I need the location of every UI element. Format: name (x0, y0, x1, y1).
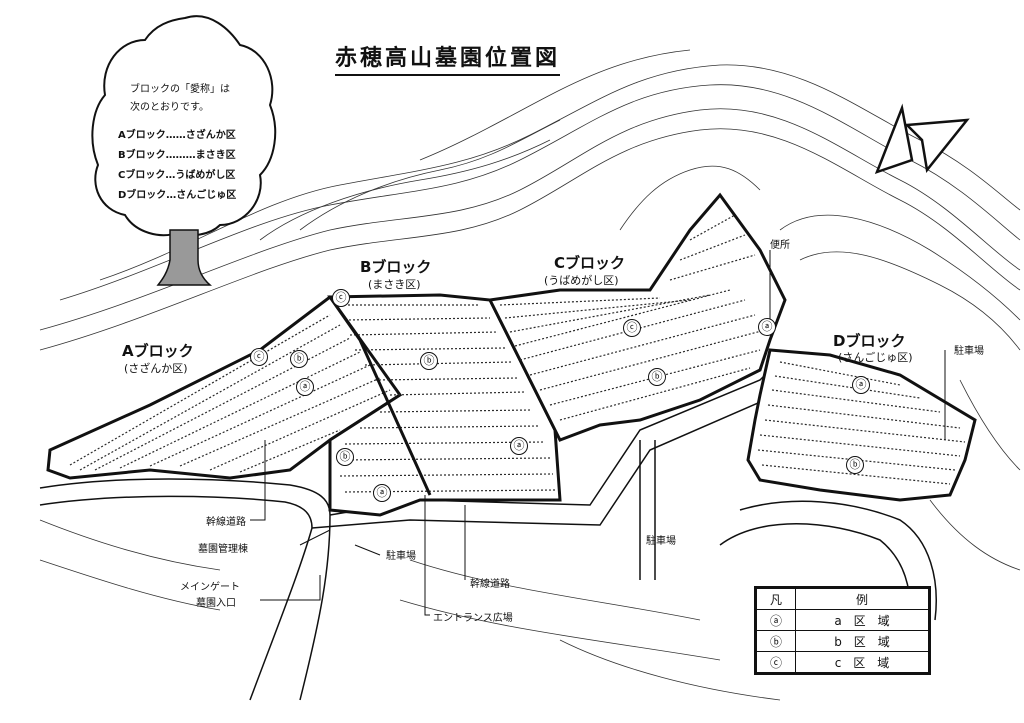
legend-header-right: 例 (795, 588, 929, 610)
legend-mark-b: ⓑ (756, 630, 796, 652)
main-road-center-label: 幹線道路 (470, 579, 510, 590)
block-b-name: Bブロック (360, 258, 432, 276)
block-a-name: Aブロック (122, 342, 194, 360)
block-a-nickname: (さざんか区) (124, 362, 188, 375)
intro-item-a: Aブロック……さざんか区 (118, 130, 236, 141)
legend-header-left: 凡 (756, 588, 796, 610)
legend-mark-c: ⓒ (756, 651, 796, 673)
intro-item-b: Bブロック………まさき区 (118, 150, 236, 161)
zone-marker-a: ⓐ (852, 376, 870, 394)
block-c-name: Cブロック (554, 254, 626, 272)
legend-mark-a: ⓐ (756, 609, 796, 631)
legend-label-c: c 区 域 (795, 651, 929, 673)
block-d-boundary (746, 348, 977, 502)
block-d-name: Dブロック (833, 332, 906, 350)
parking-main-label: 駐車場 (386, 551, 416, 562)
block-a-plots (69, 314, 391, 473)
zone-marker-a: ⓐ (296, 378, 314, 396)
map-title: 赤穂高山墓園位置図 (335, 40, 561, 76)
block-b-nickname: (まさき区) (368, 278, 421, 291)
callout-leaders (250, 250, 946, 616)
intro-line-1: ブロックの「愛称」は (130, 84, 230, 95)
main-gate-label: メインゲート (180, 582, 240, 593)
tree-icon (91, 15, 277, 286)
main-road-left-label: 幹線道路 (206, 517, 246, 528)
intro-item-c: Cブロック…うばめがし区 (118, 170, 236, 181)
zone-marker-a: ⓐ (373, 484, 391, 502)
block-ab-divider (328, 296, 432, 496)
contour-lines (39, 49, 1021, 701)
entrance-label: 墓園入口 (196, 598, 236, 609)
parking-d-label: 駐車場 (954, 346, 984, 357)
zone-marker-a: ⓐ (510, 437, 528, 455)
zone-marker-a: ⓐ (758, 318, 776, 336)
zone-marker-b: ⓑ (420, 352, 438, 370)
north-arrow-icon (874, 103, 970, 175)
block-c-nickname: (うばめがし区) (544, 274, 619, 287)
block-b-plots (339, 304, 557, 493)
legend-label-b: b 区 域 (795, 630, 929, 652)
zone-marker-b: ⓑ (336, 448, 354, 466)
parking-center-label: 駐車場 (646, 536, 676, 547)
intro-item-d: Dブロック…さんごじゅ区 (118, 190, 237, 201)
zone-marker-b: ⓑ (648, 368, 666, 386)
office-label: 墓園管理棟 (198, 544, 248, 555)
zone-marker-b: ⓑ (290, 350, 308, 368)
block-d-plots (757, 361, 966, 485)
toilet-label: 便所 (770, 240, 790, 251)
block-d-nickname: (さんごじゅ区) (838, 351, 913, 364)
plaza-label: エントランス広場 (433, 613, 513, 624)
legend: 凡 例 ⓐ a 区 域 ⓑ b 区 域 ⓒ c 区 域 (754, 586, 931, 675)
zone-marker-c: ⓒ (250, 348, 268, 366)
zone-marker-c: ⓒ (623, 319, 641, 337)
legend-label-a: a 区 域 (795, 609, 929, 631)
zone-marker-b: ⓑ (846, 456, 864, 474)
intro-line-2: 次のとおりです。 (130, 102, 209, 113)
zone-marker-c: ⓒ (332, 289, 350, 307)
